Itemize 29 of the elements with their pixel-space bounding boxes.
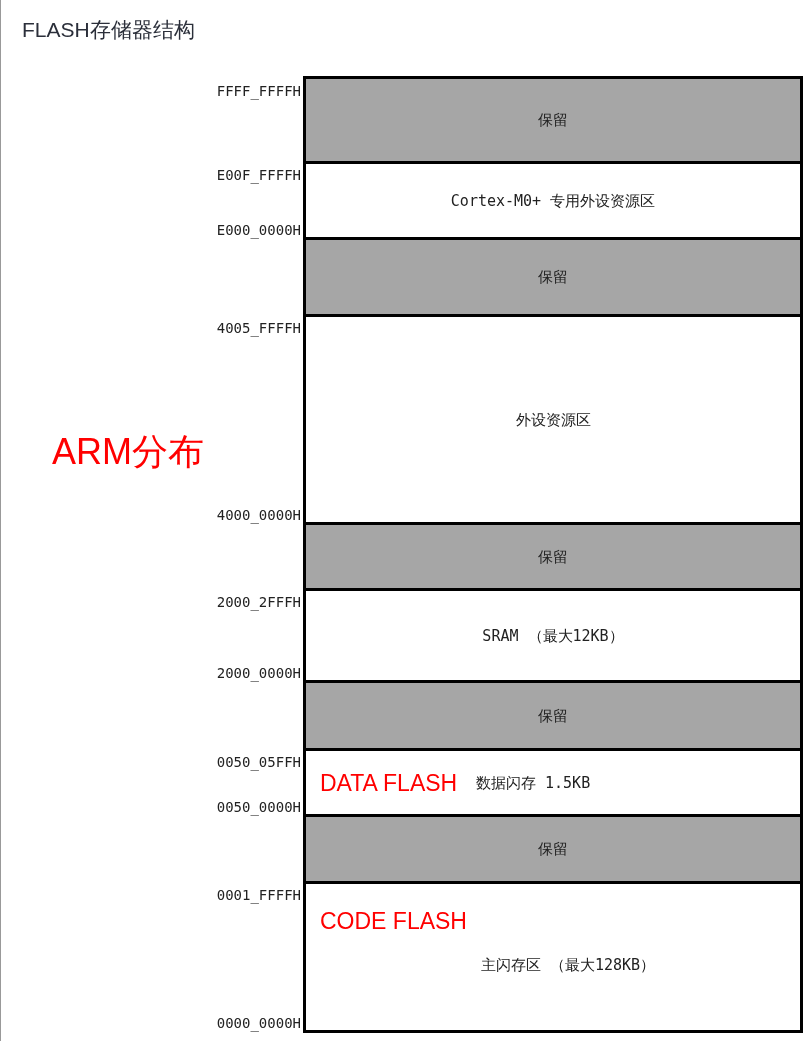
region-label: 保留 (537, 839, 569, 859)
region-title: DATA FLASH (320, 769, 458, 796)
region-label: 数据闪存 1.5KB (476, 773, 591, 792)
region-label: 保留 (537, 267, 569, 287)
region-label: 保留 (537, 706, 569, 725)
address-label: 0050_05FFH (216, 754, 301, 770)
address-label: 4000_0000H (216, 507, 301, 523)
address-label: 0050_0000H (216, 799, 301, 815)
region-label: Cortex-M0+ 专用外设资源区 (449, 191, 657, 210)
annotation-label: ARM分布 (52, 430, 204, 474)
reserved-band (303, 680, 803, 751)
address-label: 4005_FFFFH (216, 320, 301, 336)
region-label: 保留 (537, 547, 569, 566)
diagram-title: FLASH存储器结构 (22, 17, 195, 43)
address-label: E000_0000H (216, 222, 301, 238)
reserved-band (303, 237, 803, 317)
region-title: CODE FLASH (320, 908, 467, 935)
address-label: FFFF_FFFFH (216, 83, 301, 99)
region-label: 保留 (537, 110, 569, 130)
address-label: E00F_FFFFH (216, 167, 301, 183)
region-label: 主闪存区 （最大128KB） (479, 956, 657, 975)
address-label: 0001_FFFFH (216, 887, 301, 903)
region-label: SRAM （最大12KB） (481, 626, 625, 645)
reserved-band (303, 814, 803, 884)
reserved-band (303, 522, 803, 591)
address-label: 2000_0000H (216, 665, 301, 681)
address-label: 2000_2FFFH (216, 594, 301, 610)
region-label: 外设资源区 (514, 410, 592, 429)
address-label: 0000_0000H (216, 1015, 301, 1031)
